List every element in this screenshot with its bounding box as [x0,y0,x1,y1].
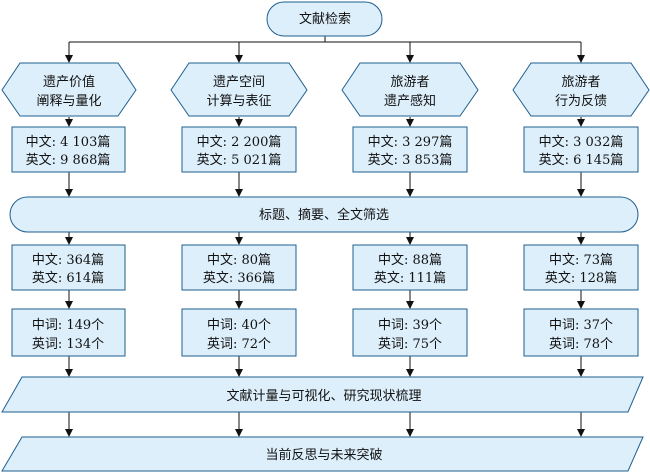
edges [65,36,585,437]
keyword-count-1: 中词: 149个 英词: 134个 [11,308,126,357]
analysis-node: 文献计量与可视化、研究现状梳理 [1,376,644,413]
keyword-count-3-cn: 中词: 39个 [378,318,442,333]
search-count-2-en: 英文: 5 021篇 [197,153,282,168]
topic-4-line2: 行为反馈 [555,94,607,109]
filter-node: 标题、摘要、全文筛选 [9,196,639,233]
screened-count-4: 中文: 73篇 英文: 128篇 [523,244,639,291]
screened-count-1-en: 英文: 614篇 [32,271,104,286]
search-count-3-en: 英文: 3 853篇 [368,153,453,168]
screened-count-3-en: 英文: 111篇 [374,271,446,286]
keyword-count-4-en: 英词: 78个 [549,337,613,352]
keyword-count-2: 中词: 40个 英词: 72个 [181,308,297,357]
analysis-label: 文献计量与可视化、研究现状梳理 [226,389,421,404]
keyword-count-2-en: 英词: 72个 [207,337,271,352]
start-label: 文献检索 [299,12,351,27]
screened-count-2: 中文: 80篇 英文: 366篇 [181,244,297,291]
search-count-1: 中文: 4 103篇 英文: 9 868篇 [11,126,126,173]
keyword-count-4-cn: 中词: 37个 [549,318,613,333]
conclusion-label: 当前反思与未来突破 [265,447,382,463]
screened-count-4-cn: 中文: 73篇 [549,253,613,268]
screened-count-1: 中文: 364篇 英文: 614篇 [11,244,126,291]
search-count-4-en: 英文: 6 145篇 [539,153,624,168]
topic-1-line1: 遗产价值 [43,74,95,90]
topic-1-line2: 阐释与量化 [36,94,101,109]
search-count-3: 中文: 3 297篇 英文: 3 853篇 [352,126,468,173]
search-count-1-cn: 中文: 4 103篇 [26,135,111,150]
topic-2-line2: 计算与表征 [206,94,271,109]
keyword-count-1-cn: 中词: 149个 [32,318,104,333]
topic-3-line1: 旅游者 [390,75,429,90]
filter-label: 标题、摘要、全文筛选 [259,207,389,223]
keyword-count-3: 中词: 39个 英词: 75个 [352,308,468,357]
screened-count-2-cn: 中文: 80篇 [207,253,271,268]
screened-count-1-cn: 中文: 364篇 [32,253,104,268]
topic-2-line1: 遗产空间 [213,75,265,90]
conclusion-node: 当前反思与未来突破 [1,436,644,472]
search-count-3-cn: 中文: 3 297篇 [368,135,453,150]
keyword-count-1-en: 英词: 134个 [32,337,104,352]
screened-count-4-en: 英文: 128篇 [545,271,617,286]
search-count-2: 中文: 2 200篇 英文: 5 021篇 [181,126,297,173]
topic-node-4: 旅游者 行为反馈 [512,62,650,117]
search-count-4-cn: 中文: 3 032篇 [539,135,624,150]
search-count-2-cn: 中文: 2 200篇 [197,135,282,150]
start-node: 文献检索 [266,1,383,37]
screened-count-2-en: 英文: 366篇 [203,271,275,286]
topic-4-line1: 旅游者 [561,75,600,90]
keyword-count-3-en: 英词: 75个 [378,337,442,352]
screened-count-3: 中文: 88篇 英文: 111篇 [352,244,468,291]
search-count-1-en: 英文: 9 868篇 [26,153,111,168]
topic-node-1: 遗产价值 阐释与量化 [1,62,137,117]
keyword-count-4: 中词: 37个 英词: 78个 [523,308,639,357]
topic-3-line2: 遗产感知 [384,93,436,109]
screened-count-3-cn: 中文: 88篇 [378,253,442,268]
search-count-4: 中文: 3 032篇 英文: 6 145篇 [523,126,639,173]
topic-node-3: 旅游者 遗产感知 [341,62,479,117]
topic-node-2: 遗产空间 计算与表征 [170,62,308,117]
keyword-count-2-cn: 中词: 40个 [207,318,271,333]
